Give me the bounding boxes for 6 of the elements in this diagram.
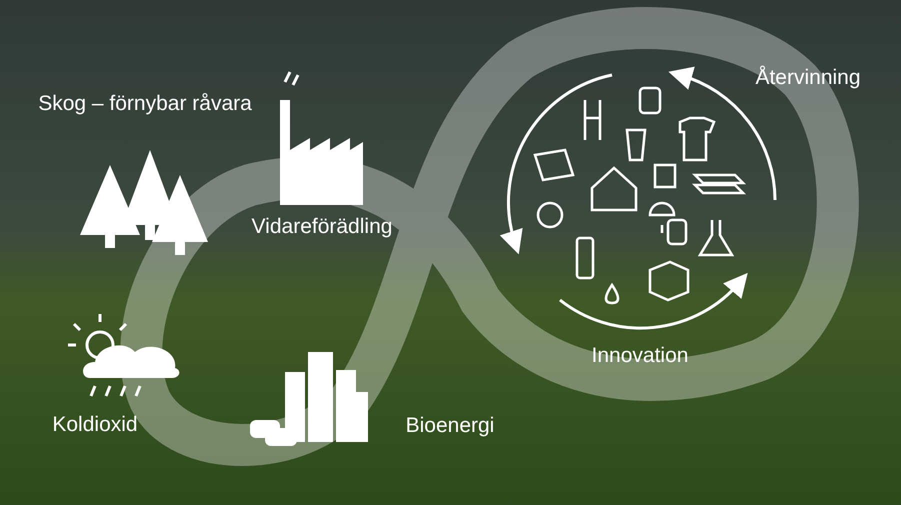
label-text: Koldioxid [51, 413, 139, 437]
label-text: Innovation [590, 344, 690, 368]
label-text: Bioenergi [404, 414, 496, 438]
label-text: Skog – förnybar råvara [37, 92, 253, 116]
label-text: Vidareförädling [250, 215, 394, 239]
label-text: Återvinning [754, 66, 862, 90]
